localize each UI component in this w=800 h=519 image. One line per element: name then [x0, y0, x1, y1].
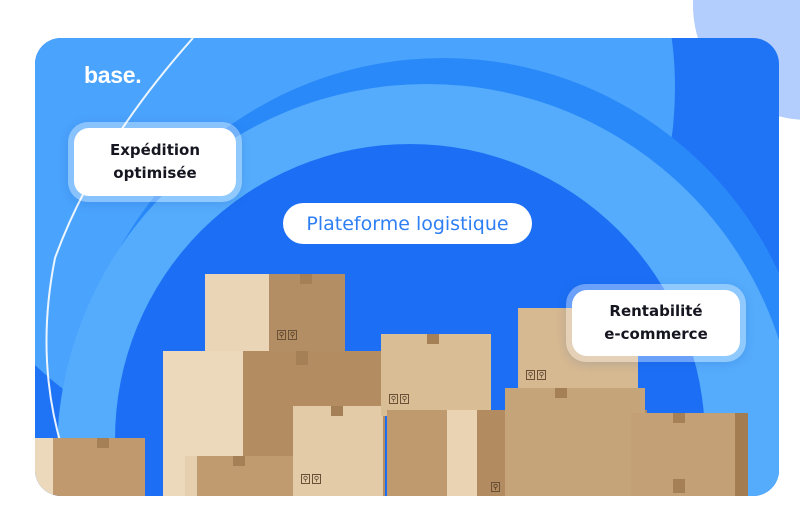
box: [35, 438, 145, 496]
bubble-line-1: Expédition: [109, 141, 200, 159]
feature-bubble-expedition: Expédition optimisée: [68, 122, 242, 202]
bubble-line-1: Rentabilité: [609, 302, 703, 320]
platform-pill: Plateforme logistique: [283, 203, 532, 244]
bubble-line-2: optimisée: [113, 164, 197, 182]
box: [505, 388, 645, 496]
brand-logo: base.: [84, 62, 142, 88]
white-arc-line: [45, 38, 194, 449]
hero-card: base. ⚲⚲ ⚲⚲: [35, 38, 779, 496]
box: [185, 456, 295, 496]
bubble-line-2: e-commerce: [604, 325, 708, 343]
box: ⚲⚲: [205, 274, 345, 354]
box: ⚲⚲: [293, 406, 383, 496]
box: ⚲⚲: [381, 334, 491, 416]
feature-bubble-rentabilite: Rentabilité e-commerce: [566, 284, 746, 362]
box: [631, 413, 748, 496]
